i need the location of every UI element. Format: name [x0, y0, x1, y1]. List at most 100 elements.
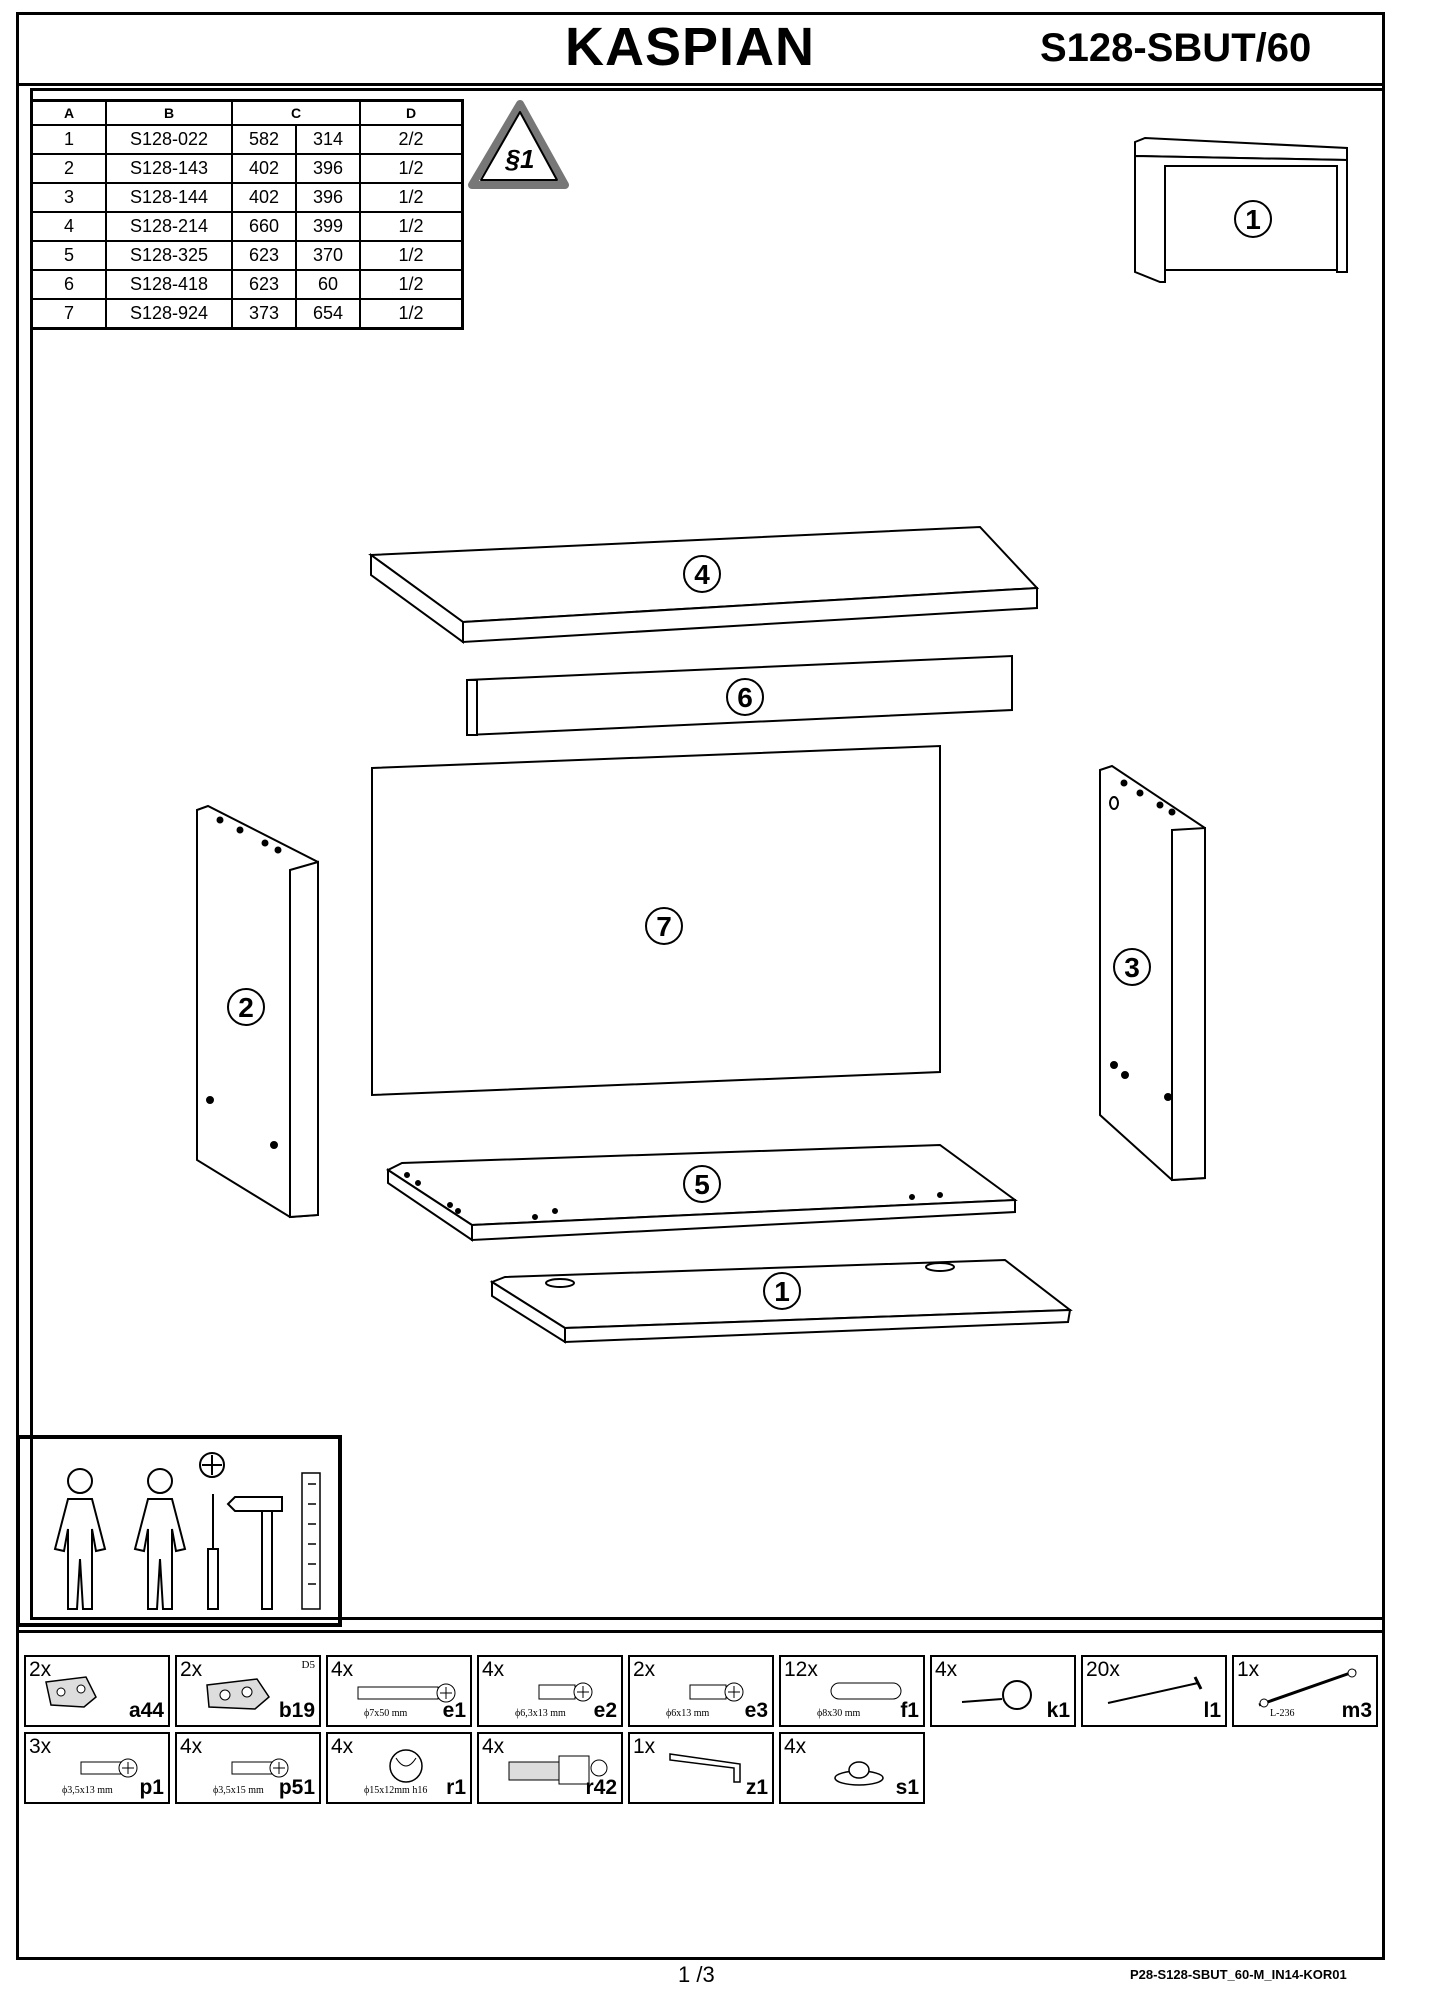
cell: 1/2 [359, 298, 464, 330]
hardware-qty: 2x [29, 1658, 52, 1681]
cell: 1/2 [359, 153, 464, 184]
assembly-drawing: §1 1 4 6 7 2 [196, 100, 1348, 1344]
hardware-qty: 4x [180, 1735, 203, 1758]
hardware-id: m3 [1341, 1699, 1372, 1722]
cell: S128-924 [105, 298, 233, 330]
hardware-dimension: L-236 [1270, 1708, 1295, 1719]
cell: 7 [30, 298, 107, 330]
document-reference: P28-S128-SBUT_60-M_IN14-KOR01 [1130, 1967, 1347, 1982]
part-6-rail: 6 [466, 654, 1013, 737]
cell: 402 [231, 182, 297, 213]
part-label-5: 5 [694, 1169, 710, 1200]
hardware-qty: 12x [784, 1658, 818, 1681]
part-label-4: 4 [694, 559, 710, 590]
confirmat-screw-icon [357, 1683, 456, 1703]
part-3-right-side: 3 [1099, 764, 1206, 1182]
warning-sign-icon: §1 [468, 100, 569, 189]
hardware-dimension: ϕ3,5x15 mm [213, 1785, 264, 1796]
hardware-id: s1 [895, 1776, 919, 1799]
hardware-id: z1 [745, 1776, 768, 1799]
cabinet-preview: 1 [1134, 136, 1348, 283]
hardware-id: a44 [128, 1699, 164, 1722]
euro-screw-icon [538, 1682, 593, 1702]
cell: 4 [30, 211, 107, 242]
hardware-dimension: ϕ8x30 mm [817, 1708, 861, 1719]
cell: 396 [295, 182, 361, 213]
cell: 373 [231, 298, 297, 330]
cell: 1/2 [359, 211, 464, 242]
cell: 654 [295, 298, 361, 330]
pin-icon [961, 1680, 1032, 1710]
cell: S128-144 [105, 182, 233, 213]
hardware-extra-label: D5 [301, 1659, 315, 1671]
cell: S128-418 [105, 269, 233, 300]
cam-bolt-icon [508, 1755, 608, 1785]
tools-illustration [53, 1452, 321, 1610]
hardware-id: r1 [446, 1776, 466, 1799]
cell: 623 [231, 269, 297, 300]
nail-icon [1107, 1676, 1203, 1704]
cell: 314 [295, 124, 361, 155]
cell: 1 [30, 124, 107, 155]
cell: 370 [295, 240, 361, 271]
hardware-qty: 1x [1237, 1658, 1260, 1681]
part-1-bottom-panel: 1 [489, 1258, 1073, 1344]
hex-key-icon [669, 1753, 741, 1783]
hardware-dimension: ϕ6,3x13 mm [515, 1708, 566, 1719]
hardware-id: b19 [278, 1699, 315, 1722]
cell: 3 [30, 182, 107, 213]
hardware-qty: 4x [331, 1658, 354, 1681]
cell: 660 [231, 211, 297, 242]
euro-screw-icon [689, 1682, 744, 1702]
hardware-qty: 2x [633, 1658, 656, 1681]
hardware-dimension: ϕ3,5x13 mm [62, 1785, 113, 1796]
cell: 5 [30, 240, 107, 271]
hardware-dimension: ϕ15x12mm h16 [364, 1785, 428, 1796]
diagram-area [30, 88, 1385, 1620]
two-people-icon [53, 1468, 187, 1610]
part-label-6: 6 [737, 682, 753, 713]
part-4-top-panel: 4 [368, 525, 1040, 644]
part-2-left-side: 2 [196, 804, 319, 1219]
hardware-qty: 1x [633, 1735, 656, 1758]
header-divider [16, 83, 1385, 86]
tools-panel [16, 1435, 342, 1627]
product-code: S128-SBUT/60 [1040, 26, 1312, 70]
cell: 402 [231, 153, 297, 184]
hardware-qty: 4x [482, 1735, 505, 1758]
part-5-shelf: 5 [385, 1143, 1018, 1242]
part-7-back-panel: 7 [371, 744, 941, 1097]
hardware-id: p1 [139, 1776, 164, 1799]
cell: 582 [231, 124, 297, 155]
tape-measure-icon [301, 1472, 321, 1610]
header-d: D [359, 99, 464, 126]
cell: S128-022 [105, 124, 233, 155]
cell: S128-214 [105, 211, 233, 242]
dowel-icon [830, 1682, 902, 1700]
cell: 60 [295, 269, 361, 300]
cell: 1/2 [359, 240, 464, 271]
hardware-id: e3 [744, 1699, 768, 1722]
hardware-id: k1 [1046, 1699, 1070, 1722]
hinge-plate-icon [206, 1678, 270, 1710]
cam-lock-icon [389, 1749, 423, 1783]
cell: 2 [30, 153, 107, 184]
hardware-qty: 4x [935, 1658, 958, 1681]
hardware-qty: 4x [482, 1658, 505, 1681]
cell: 1/2 [359, 182, 464, 213]
part-label-7: 7 [656, 911, 672, 942]
hardware-id: e1 [442, 1699, 466, 1722]
part-label-3: 3 [1124, 952, 1140, 983]
